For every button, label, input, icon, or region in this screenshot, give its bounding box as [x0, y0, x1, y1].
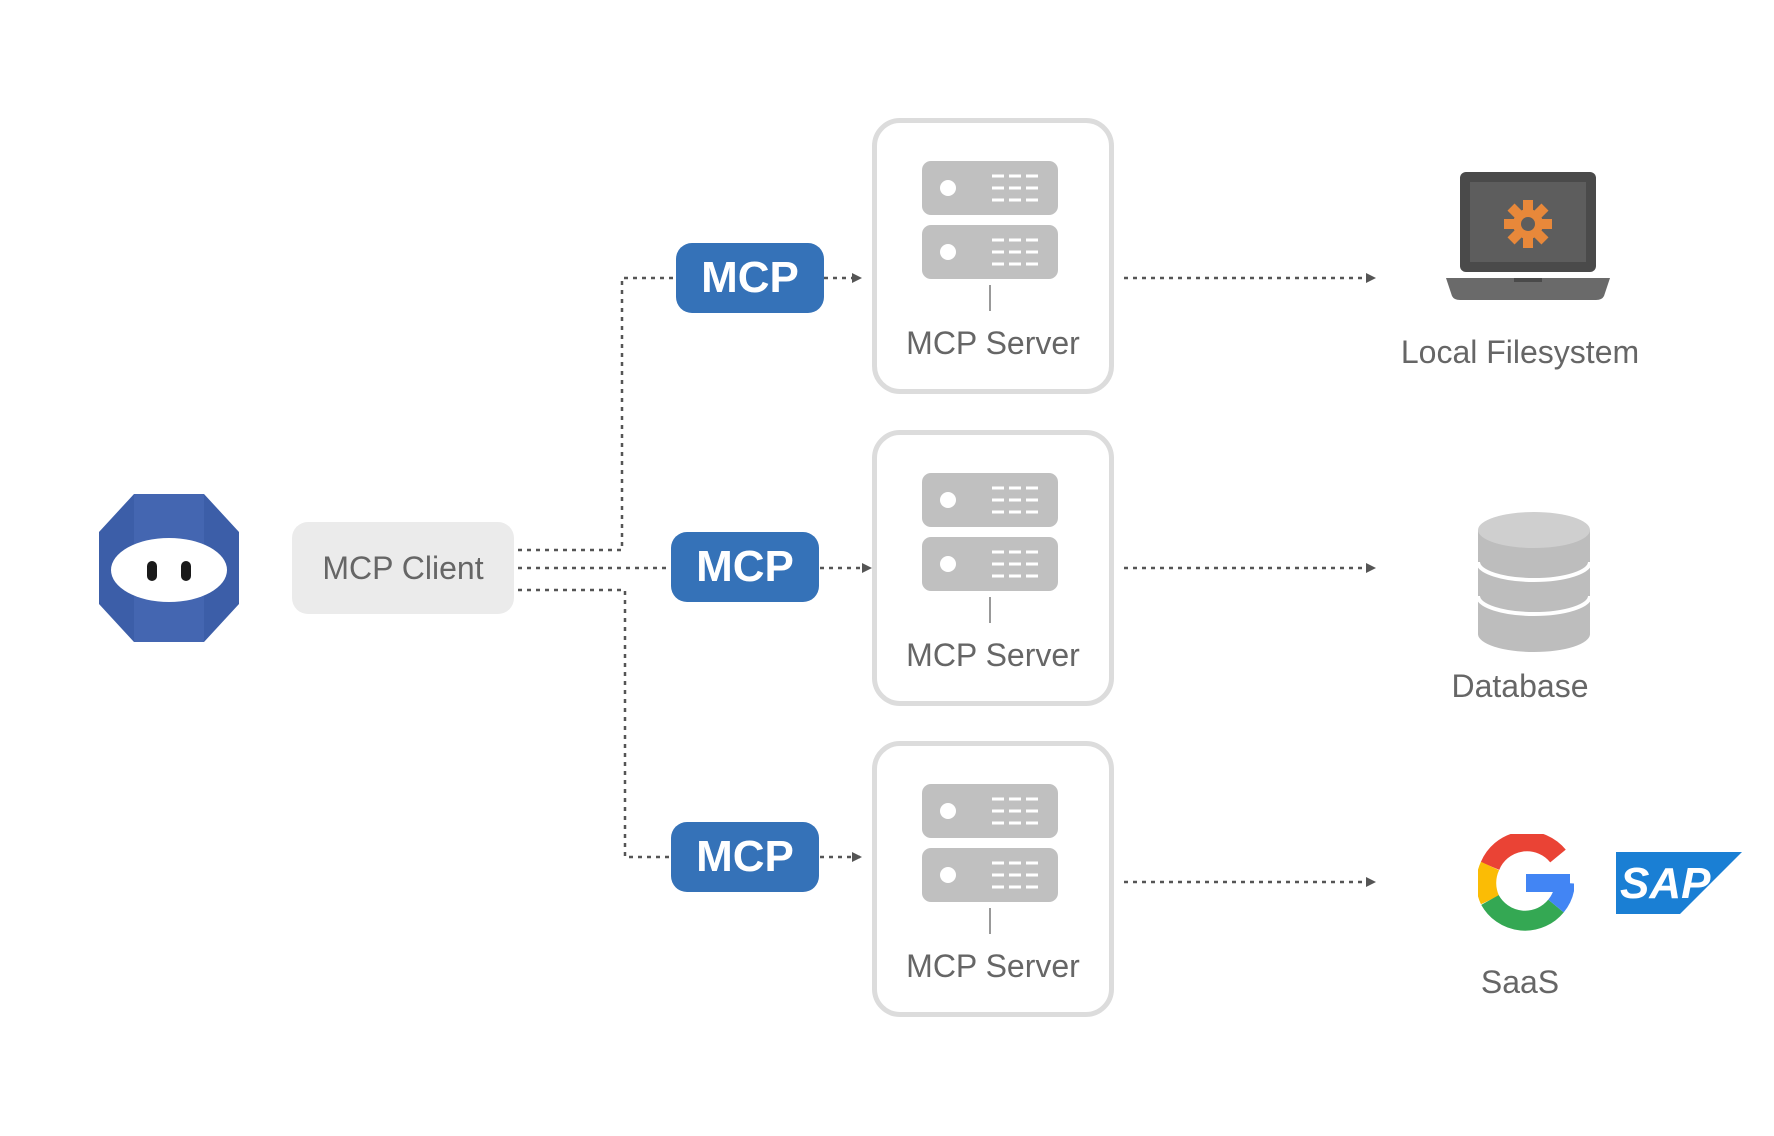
connector-client-to-badge-1 — [518, 276, 676, 552]
mcp-badge-label: MCP — [696, 832, 794, 881]
mcp-protocol-badge-3[interactable]: MCP — [671, 822, 819, 892]
google-logo-icon — [1476, 831, 1575, 937]
mcp-server-label: MCP Server — [906, 325, 1080, 361]
resource-label-saas: SaaS — [1480, 964, 1560, 1000]
mcp-client-label: MCP Client — [322, 549, 484, 586]
mcp-badge-label: MCP — [696, 542, 794, 591]
mcp-server-card-3[interactable]: MCP Server — [872, 741, 1114, 1017]
resource-label-database: Database — [1451, 668, 1589, 704]
database-icon — [1476, 512, 1592, 657]
mcp-server-card-2[interactable]: MCP Server — [872, 430, 1114, 706]
mcp-server-label: MCP Server — [906, 948, 1080, 984]
mcp-server-card-1[interactable]: MCP Server — [872, 118, 1114, 394]
resource-label-filesystem: Local Filesystem — [1400, 334, 1640, 370]
connector-client-to-badge-3 — [518, 588, 671, 859]
sap-logo-icon: SAP — [1616, 852, 1742, 919]
mcp-server-label: MCP Server — [906, 637, 1080, 673]
mcp-protocol-badge-2[interactable]: MCP — [671, 532, 819, 602]
server-icon — [922, 784, 1058, 949]
server-icon — [922, 161, 1058, 326]
mcp-client-box[interactable]: MCP Client — [292, 522, 514, 614]
mcp-protocol-badge-1[interactable]: MCP — [676, 243, 824, 313]
server-icon — [922, 473, 1058, 638]
robot-logo-icon — [99, 494, 239, 642]
laptop-gear-icon — [1446, 170, 1610, 305]
sap-logo-text: SAP — [1620, 859, 1711, 908]
mcp-badge-label: MCP — [701, 253, 799, 302]
